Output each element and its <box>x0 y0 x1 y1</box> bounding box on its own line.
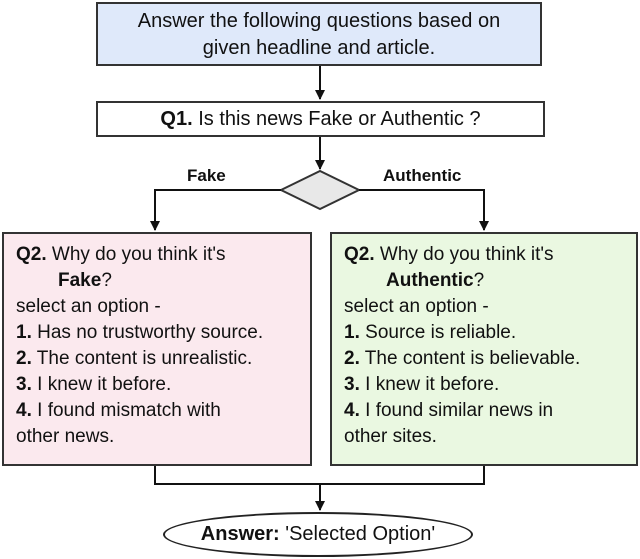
q2-fake-target: Fake <box>58 270 102 291</box>
option-number: 4. <box>344 400 360 421</box>
answer-label: Answer: <box>200 523 280 545</box>
q2-fake-option-3: 3. I knew it before. <box>16 372 310 398</box>
answer-ellipse: Answer: 'Selected Option' <box>163 512 473 557</box>
q2-fake-box: Q2. Why do you think it's Fake? select a… <box>2 232 312 466</box>
option-number: 2. <box>344 348 360 369</box>
branch-label-fake: Fake <box>187 166 226 185</box>
option-text: I found mismatch with <box>37 400 221 421</box>
q2-authentic-option-4-cont: other sites. <box>344 426 437 447</box>
instruction-line-1: Answer the following questions based on <box>137 10 501 32</box>
option-text: I knew it before. <box>365 374 500 395</box>
q2-authentic-label: Q2. <box>344 244 375 265</box>
q2-authentic-option-3: 3. I knew it before. <box>344 372 636 398</box>
option-text: The content is believable. <box>364 348 581 369</box>
q2-fake-option-4: 4. I found mismatch with <box>16 398 310 424</box>
option-number: 1. <box>16 322 32 343</box>
q2-fake-label: Q2. <box>16 244 47 265</box>
q2-authentic-prompt: select an option - <box>344 296 489 317</box>
q2-fake-question-line: Q2. Why do you think it's <box>16 242 310 268</box>
q2-authentic-box: Q2. Why do you think it's Authentic? sel… <box>330 232 638 466</box>
instruction-line-2: given headline and article. <box>202 37 436 59</box>
q2-authentic-question: Why do you think it's <box>379 244 554 265</box>
q2-authentic-target-line: Authentic? <box>344 268 636 294</box>
q2-authentic-option-4: 4. I found similar news in <box>344 398 636 424</box>
q2-fake-option-1: 1. Has no trustworthy source. <box>16 320 310 346</box>
answer-value: 'Selected Option' <box>285 523 436 545</box>
q2-fake-question: Why do you think it's <box>51 244 226 265</box>
arrow-authentic-branch <box>359 189 489 231</box>
branch-label-authentic: Authentic <box>383 166 462 185</box>
q2-fake-target-line: Fake? <box>16 268 310 294</box>
q2-fake-prompt: select an option - <box>16 296 161 317</box>
option-number: 3. <box>344 374 360 395</box>
q2-authentic-suffix: ? <box>473 270 485 291</box>
q2-authentic-question-line: Q2. Why do you think it's <box>344 242 636 268</box>
merge-line <box>154 466 485 485</box>
decision-diamond <box>278 169 362 211</box>
q1-text: Is this news Fake or Authentic ? <box>198 108 481 130</box>
q2-authentic-target: Authentic <box>386 270 474 291</box>
q1-box: Q1. Is this news Fake or Authentic ? <box>96 101 545 137</box>
option-number: 1. <box>344 322 360 343</box>
arrow-fake-branch <box>150 189 281 231</box>
instruction-box: Answer the following questions based on … <box>96 2 542 66</box>
q2-fake-option-4-cont: other news. <box>16 426 115 447</box>
option-text: I knew it before. <box>37 374 172 395</box>
option-number: 2. <box>16 348 32 369</box>
q2-fake-suffix: ? <box>101 270 112 291</box>
option-text: I found similar news in <box>365 400 554 421</box>
q2-authentic-option-1: 1. Source is reliable. <box>344 320 636 346</box>
option-text: The content is unrealistic. <box>36 348 253 369</box>
q2-fake-option-2: 2. The content is unrealistic. <box>16 346 310 372</box>
option-text: Source is reliable. <box>365 322 517 343</box>
option-text: Has no trustworthy source. <box>37 322 264 343</box>
option-number: 3. <box>16 374 32 395</box>
q1-label: Q1. <box>160 108 193 130</box>
q2-authentic-option-2: 2. The content is believable. <box>344 346 636 372</box>
option-number: 4. <box>16 400 32 421</box>
